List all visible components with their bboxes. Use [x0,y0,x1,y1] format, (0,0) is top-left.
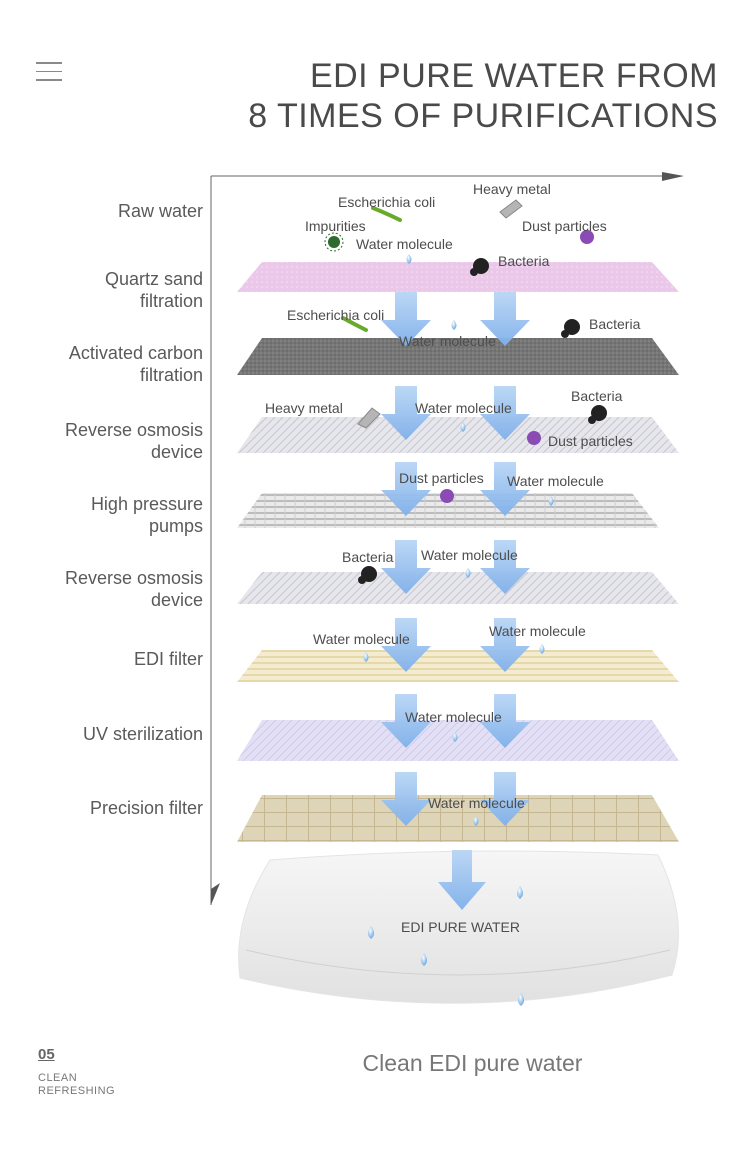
edi-layer [237,650,679,682]
stage-label-precision: Precision filter [89,798,203,818]
particle-label: Water molecule [428,795,525,811]
flow-arrows [381,292,530,910]
ro-layer-2 [237,572,679,604]
particle-label: Impurities [305,218,366,234]
particle-label: Water molecule [356,236,453,252]
ecoli-icon [341,316,368,332]
ecoli-icon [371,206,402,222]
particle-label: Bacteria [498,253,550,269]
menu-icon[interactable] [36,62,62,82]
result-label: EDI PURE WATER [401,919,521,935]
bacteria-icon [588,405,607,424]
final-filter-cloth [238,850,679,1004]
particle-label: Dust particles [522,218,607,234]
water-drop-icon [363,254,554,1006]
caption: Clean EDI pure water [362,1050,583,1076]
pump-layer [237,493,659,528]
bacteria-icon [470,258,489,276]
particle-label: Water molecule [415,400,512,416]
impurity-virus-icon [324,232,344,252]
carbon-layer [237,338,679,375]
quartz-layer [237,262,679,292]
particle-label: Water molecule [421,547,518,563]
heavy-metal-icon [499,199,523,219]
particle-label: Dust particles [399,470,484,486]
uv-layer [237,720,679,761]
axis-frame [210,172,684,905]
heavy-metal-icon [357,407,381,429]
particle-label: Bacteria [342,549,394,565]
dust-particle-icon [580,230,594,244]
page-title-line1: EDI PURE WATER FROM [309,57,718,95]
particle-label: Water molecule [405,709,502,725]
dust-particle-icon [440,489,454,503]
particle-label: Water molecule [313,631,410,647]
bacteria-icon [561,319,580,338]
particle-label: Escherichia coli [287,307,385,323]
particle-label: Water molecule [507,473,604,489]
bacteria-icon [358,566,377,584]
page-number: 05 [38,1046,55,1063]
particle-label: Escherichia coli [338,194,436,210]
precision-layer [237,795,679,842]
stage-label-edi: EDI filter [133,649,203,669]
stage-label-raw-water: Raw water [117,201,203,221]
page-title-line2: 8 TIMES OF PURIFICATIONS [248,97,718,135]
particle-label: Bacteria [589,316,641,332]
particle-label: Water molecule [399,333,496,349]
stage-label-uv: UV sterilization [82,724,203,744]
particle-label: Bacteria [571,388,623,404]
particle-label: Heavy metal [473,181,551,197]
dust-particle-icon [527,431,541,445]
ro-layer-1 [237,417,679,453]
particle-label: Heavy metal [265,400,343,416]
particle-label: Dust particles [548,433,633,449]
particle-label: Water molecule [489,623,586,639]
